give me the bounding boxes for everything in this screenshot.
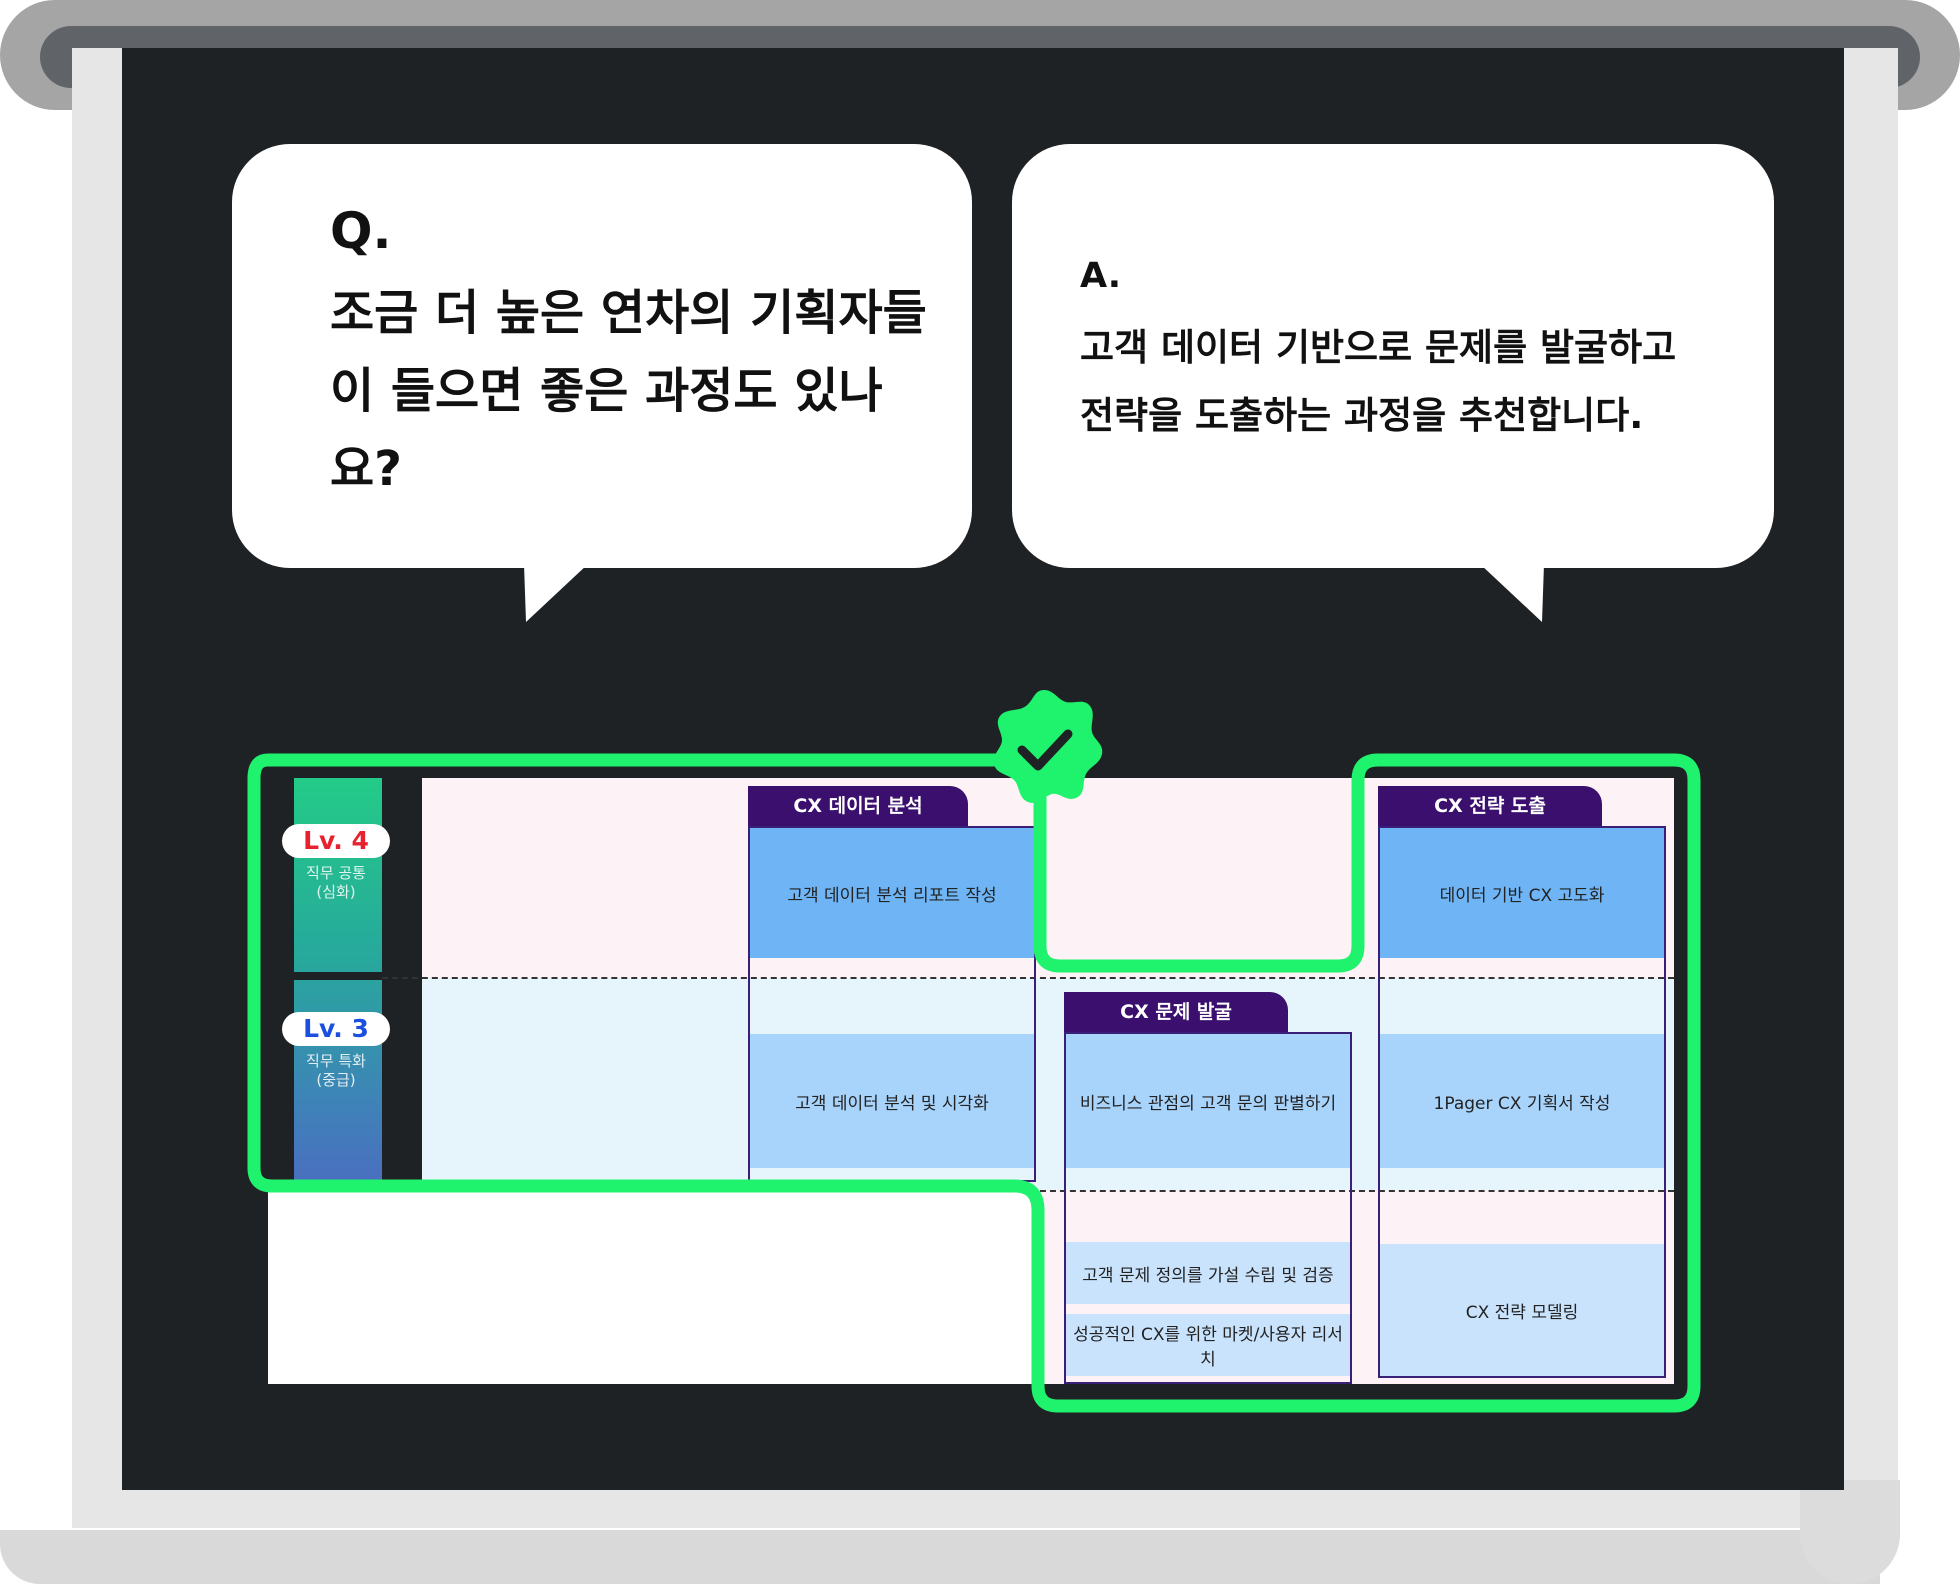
column-cx-strategy — [1378, 826, 1666, 1378]
check-badge-icon — [993, 690, 1103, 803]
answer-bubble-tail — [1480, 564, 1544, 622]
tab-cx-problem-discovery: CX 문제 발굴 — [1064, 992, 1288, 1032]
level-4-sub: (심화) — [316, 883, 356, 901]
answer-bubble: A. 고객 데이터 기반으로 문제를 발굴하고 전략을 도출하는 과정을 추천합… — [1012, 144, 1774, 568]
course-cell[interactable]: 고객 데이터 분석 리포트 작성 — [750, 828, 1034, 958]
column-cx-problem-discovery — [1064, 1032, 1352, 1384]
level-4-title: 직무 공통 — [306, 864, 366, 882]
course-cell[interactable]: CX 전략 모델링 — [1380, 1244, 1664, 1376]
answer-line-1: 고객 데이터 기반으로 문제를 발굴하고 — [1080, 326, 1677, 369]
question-label: Q. — [330, 202, 392, 260]
level-3-title: 직무 특화 — [306, 1052, 366, 1070]
answer-label: A. — [1080, 256, 1122, 296]
level-3-sub: (중급) — [316, 1071, 356, 1089]
course-cell[interactable]: 고객 데이터 분석 및 시각화 — [750, 1034, 1034, 1168]
question-text: 조금 더 높은 연차의 기획자들이 들으면 좋은 과정도 있나요? — [330, 285, 927, 497]
answer-line-2: 전략을 도출하는 과정을 추천합니다. — [1080, 394, 1644, 437]
level-divider-line — [382, 977, 1674, 979]
answer-text: 고객 데이터 기반으로 문제를 발굴하고 전략을 도출하는 과정을 추천합니다. — [1080, 314, 1760, 450]
course-cell[interactable]: 고객 문제 정의를 가설 수립 및 검증 — [1066, 1242, 1350, 1304]
level-4-label: 직무 공통 (심화) — [280, 864, 392, 902]
board-curl — [1800, 1480, 1900, 1584]
question-bubble-tail — [524, 564, 588, 622]
lower-divider-line — [1040, 1190, 1674, 1192]
course-cell[interactable]: 1Pager CX 기획서 작성 — [1380, 1034, 1664, 1168]
level-3-badge: Lv. 3 — [282, 1012, 390, 1046]
board-bottom — [0, 1530, 1880, 1584]
question-bubble: Q. 조금 더 높은 연차의 기획자들이 들으면 좋은 과정도 있나요? — [232, 144, 972, 568]
tab-cx-strategy: CX 전략 도출 — [1378, 786, 1602, 826]
level-3-label: 직무 특화 (중급) — [280, 1052, 392, 1090]
tab-cx-data-analysis: CX 데이터 분석 — [748, 786, 968, 826]
course-cell[interactable]: 비즈니스 관점의 고객 문의 판별하기 — [1066, 1034, 1350, 1168]
level-4-badge: Lv. 4 — [282, 824, 390, 858]
course-cell[interactable]: 성공적인 CX를 위한 마켓/사용자 리서치 — [1066, 1314, 1350, 1376]
course-cell[interactable]: 데이터 기반 CX 고도화 — [1380, 828, 1664, 958]
level-divider — [294, 972, 382, 980]
